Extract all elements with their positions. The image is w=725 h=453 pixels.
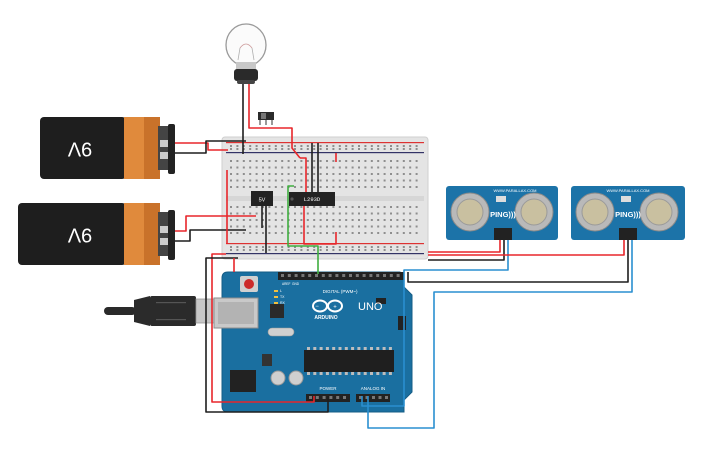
battery-9v-top: 9V xyxy=(40,117,175,179)
atmega-chip-pins xyxy=(307,347,392,375)
wire-red[interactable] xyxy=(303,206,337,245)
battery-label: 9V xyxy=(67,138,92,160)
arduino-model-label: UNO xyxy=(358,301,383,313)
wire-red[interactable] xyxy=(248,84,301,159)
led-tx-label: TX xyxy=(280,295,285,299)
svg-text:+: + xyxy=(333,305,337,311)
voltage-regulator[interactable]: 5V xyxy=(251,191,273,206)
sensor-brand: WWW.PARALLAX.COM xyxy=(493,188,536,193)
breadboard-holes xyxy=(230,145,418,251)
svg-text:−: − xyxy=(315,304,319,310)
light-bulb xyxy=(225,23,267,84)
wire-black[interactable] xyxy=(175,229,246,242)
ping-sensor-2[interactable]: WWW.PARALLAX.COM PING))) xyxy=(571,186,685,240)
wire-blue[interactable] xyxy=(361,240,509,407)
sensor-model: PING))) xyxy=(615,210,641,219)
arduino-logo-text: ARDUINO xyxy=(314,315,337,321)
wire-red[interactable] xyxy=(175,215,256,232)
analog-header-label: ANALOG IN xyxy=(361,386,386,391)
gnd-label: GND xyxy=(292,282,300,286)
usb-cable xyxy=(104,296,219,326)
motor-driver-chip[interactable]: L293D xyxy=(289,192,335,206)
wire-black[interactable] xyxy=(205,257,329,413)
regulator-label: 5V xyxy=(259,197,266,203)
digital-header-pins xyxy=(281,274,400,277)
digital-header-label: DIGITAL (PWM~) xyxy=(323,289,358,294)
arduino-infinity-logo: − + xyxy=(312,299,343,313)
wires xyxy=(175,84,633,429)
battery-label: 9V xyxy=(67,224,92,246)
wire-blue[interactable] xyxy=(367,240,633,429)
wire-red[interactable] xyxy=(175,142,228,151)
wire-red[interactable] xyxy=(300,157,307,192)
wire-red[interactable] xyxy=(211,253,315,403)
aref-label: AREF xyxy=(282,282,291,286)
wire-red[interactable] xyxy=(428,240,501,253)
bottom-header-pins xyxy=(309,396,388,399)
slide-switch[interactable] xyxy=(258,112,274,125)
wire-green[interactable] xyxy=(287,185,319,274)
wire-black[interactable] xyxy=(407,240,629,283)
ping-sensor-1[interactable]: WWW.PARALLAX.COM PING))) xyxy=(446,186,558,240)
arduino-uno-board[interactable]: DIGITAL (PWM~) POWER ANALOG IN − + UNO A… xyxy=(213,271,413,413)
led-rx-label: RX xyxy=(280,301,286,305)
wire-black[interactable] xyxy=(428,240,505,261)
battery-9v-bottom: 9V xyxy=(18,203,175,265)
led-l-label: L xyxy=(280,289,282,293)
power-header-label: POWER xyxy=(319,386,337,391)
motor-driver-label: L293D xyxy=(304,196,321,203)
wire-red[interactable] xyxy=(428,240,625,256)
wire-black[interactable] xyxy=(175,140,246,154)
sensor-model: PING))) xyxy=(490,210,516,219)
sensor-brand: WWW.PARALLAX.COM xyxy=(606,188,649,193)
